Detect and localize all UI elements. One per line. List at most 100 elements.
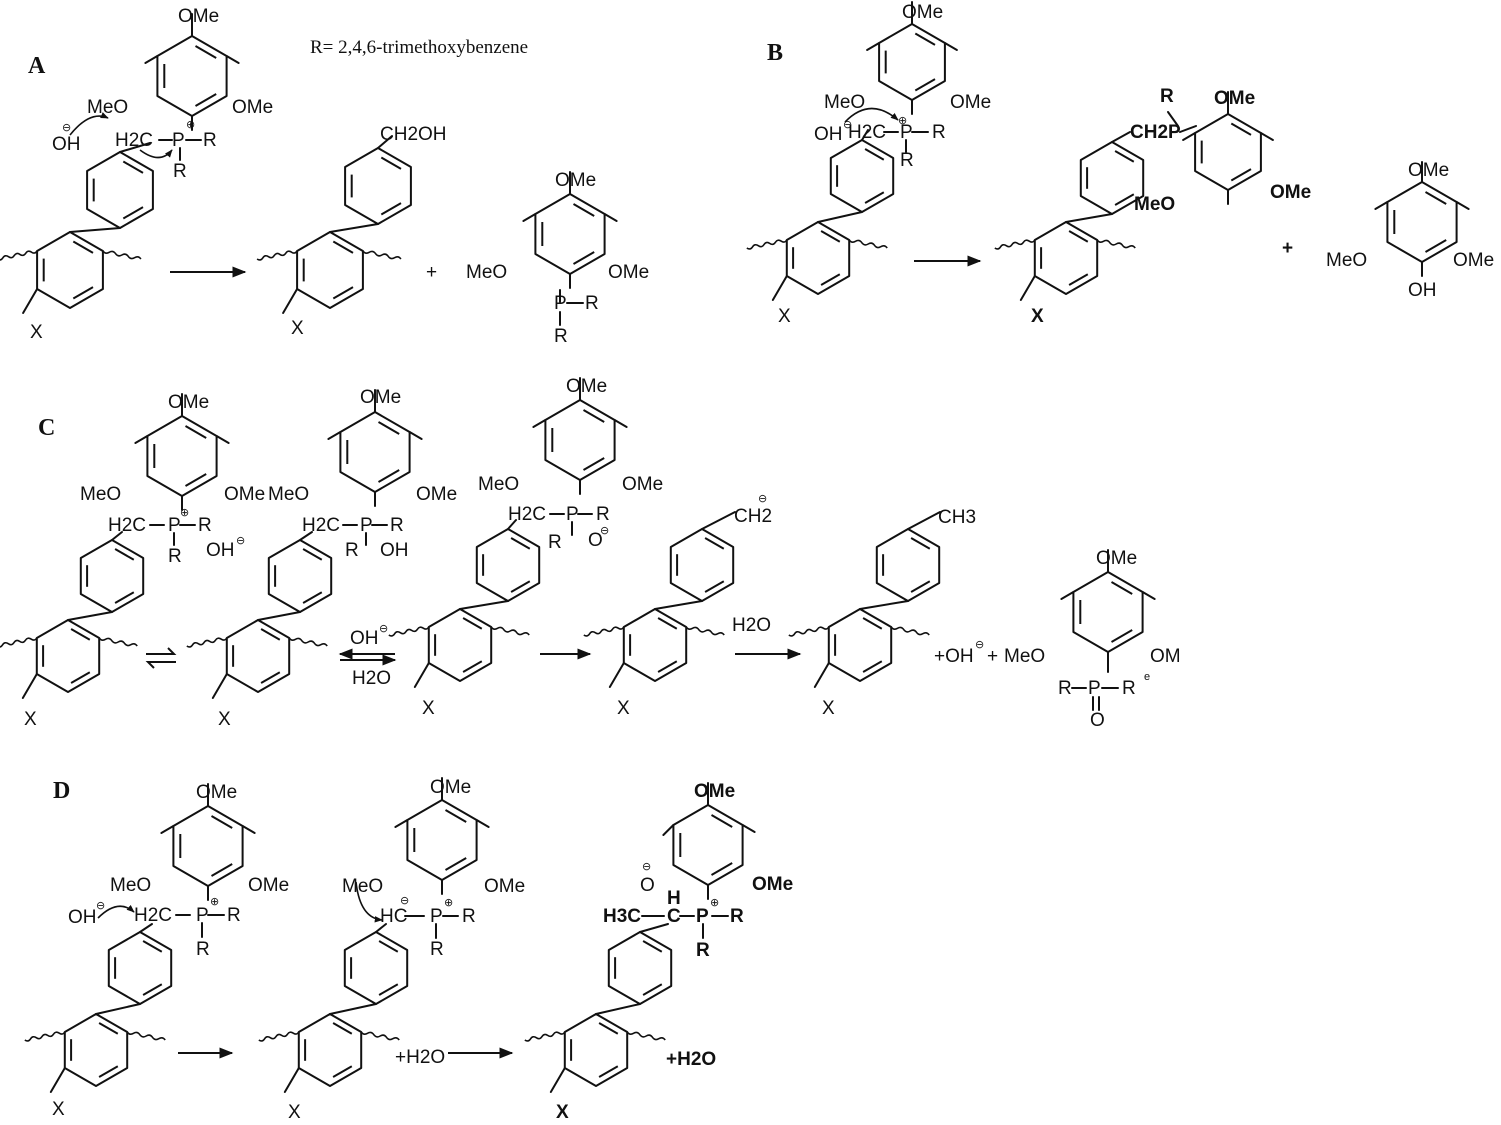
ring-double-bond	[862, 660, 883, 673]
benzene-ring	[79, 539, 145, 613]
ch2p-label: CH2P	[1130, 122, 1181, 143]
bond-line	[741, 824, 756, 833]
plus-charge-icon: ⊕	[444, 897, 453, 909]
ome-label: OMe	[224, 484, 265, 505]
ring-double-bond	[864, 191, 885, 204]
ring-double-bond	[1114, 193, 1135, 206]
bond-line	[215, 435, 230, 444]
ome-label: OMe	[196, 782, 237, 803]
meo-label: MeO	[466, 262, 507, 283]
ring-double-bond	[1424, 191, 1447, 205]
bond-line	[22, 288, 39, 314]
benzene-ring	[35, 619, 101, 693]
ring-double-bond	[1068, 230, 1089, 243]
polymer-chain-wavy-bond	[258, 1031, 300, 1042]
section-label-a: A	[28, 53, 46, 79]
bond-line	[1111, 131, 1131, 143]
x-substituent-label: X	[617, 698, 630, 719]
x-substituent-label: X	[52, 1099, 65, 1120]
electron-push-arrow	[844, 107, 899, 123]
phosphorus-label: P	[1088, 678, 1101, 699]
ring-double-bond	[142, 940, 163, 953]
meo-label: MeO	[1134, 194, 1175, 215]
ome-label: OMe	[950, 92, 991, 113]
phosphorus-label: P	[696, 906, 709, 927]
polymer-chain-wavy-bond	[1096, 239, 1136, 249]
r-label: R	[227, 905, 241, 926]
ring-double-bond	[598, 1065, 619, 1078]
panel-a: OMe MeO OMe OH ⊖ H2C P ⊕ R R X CH2OH X +…	[30, 6, 649, 347]
ring-double-bond	[704, 580, 725, 593]
benzene-ring	[343, 931, 409, 1005]
bond-line	[95, 1003, 141, 1015]
ring-double-bond	[1424, 239, 1447, 253]
ring-double-bond	[1230, 122, 1252, 136]
polymer-chain-wavy-bond	[360, 1031, 400, 1041]
benzene-ring	[622, 608, 688, 682]
polymer-chain-wavy-bond	[102, 250, 142, 260]
benzene-ring	[563, 1013, 629, 1087]
ome-label: OMe	[1408, 160, 1449, 181]
ring-double-bond	[210, 863, 233, 877]
ring-double-bond	[378, 940, 399, 953]
phosphorus-label: P	[554, 293, 567, 314]
benzene-ring	[225, 619, 291, 693]
bond-line	[139, 923, 153, 933]
ring-double-bond	[184, 473, 207, 487]
ring-double-bond	[1114, 150, 1135, 163]
meo-label: MeO	[1004, 646, 1045, 667]
ring-double-bond	[302, 548, 323, 561]
oxide-label: O	[588, 530, 603, 551]
phosphorus-label: P	[430, 906, 443, 927]
benzene-ring	[156, 35, 228, 117]
electron-push-arrow	[97, 904, 135, 919]
r-label: R	[1058, 678, 1072, 699]
benzene-ring	[172, 805, 244, 887]
benzene-ring	[339, 411, 411, 493]
electron-push-arrow	[69, 112, 109, 136]
r-definition-note: R= 2,4,6-trimethoxybenzene	[310, 37, 528, 58]
ring-double-bond	[1068, 273, 1089, 286]
ome-label: OMe	[694, 781, 735, 802]
ome-label: OMe	[622, 474, 663, 495]
ring-double-bond	[657, 660, 678, 673]
bond-line	[377, 135, 393, 149]
ring-double-bond	[862, 617, 883, 630]
ome-label: OMe	[360, 387, 401, 408]
bond-line	[639, 923, 669, 933]
bond-line	[211, 673, 228, 699]
ring-double-bond	[114, 591, 135, 604]
ring-double-bond	[1110, 629, 1133, 643]
ring-double-bond	[70, 671, 91, 684]
bond-line	[817, 211, 863, 223]
plus-charge-icon: ⊕	[180, 507, 189, 519]
ring-double-bond	[642, 983, 663, 996]
ring-double-bond	[657, 617, 678, 630]
ring-double-bond	[332, 240, 354, 254]
ring-double-bond	[98, 1065, 119, 1078]
bond-line	[1182, 132, 1197, 141]
benzene-ring	[534, 193, 606, 275]
bond-line	[662, 824, 675, 836]
bond-line	[21, 673, 38, 699]
oxide-label: O	[1090, 710, 1105, 731]
ome-label: OMe	[1453, 250, 1494, 271]
hydroxide-label: OH	[52, 134, 81, 155]
r-label: R	[390, 515, 404, 536]
ome-label: OMe	[566, 376, 607, 397]
ome-label: OMe	[430, 777, 471, 798]
ring-double-bond	[98, 1022, 119, 1035]
ring-double-bond	[1110, 581, 1133, 595]
r-label: R	[548, 532, 562, 553]
x-substituent-label: X	[218, 709, 231, 730]
o-label: O	[640, 875, 655, 896]
h-label: H	[667, 888, 681, 909]
water-label: H2O	[352, 668, 391, 689]
r-label: R	[900, 150, 914, 171]
x-substituent-label: X	[556, 1102, 569, 1123]
section-label-b: B	[767, 40, 783, 66]
benzene-ring	[86, 151, 154, 229]
minus-charge-icon: ⊖	[642, 861, 651, 873]
polymer-chain-wavy-bond	[583, 626, 625, 637]
benzene-ring	[785, 221, 851, 295]
